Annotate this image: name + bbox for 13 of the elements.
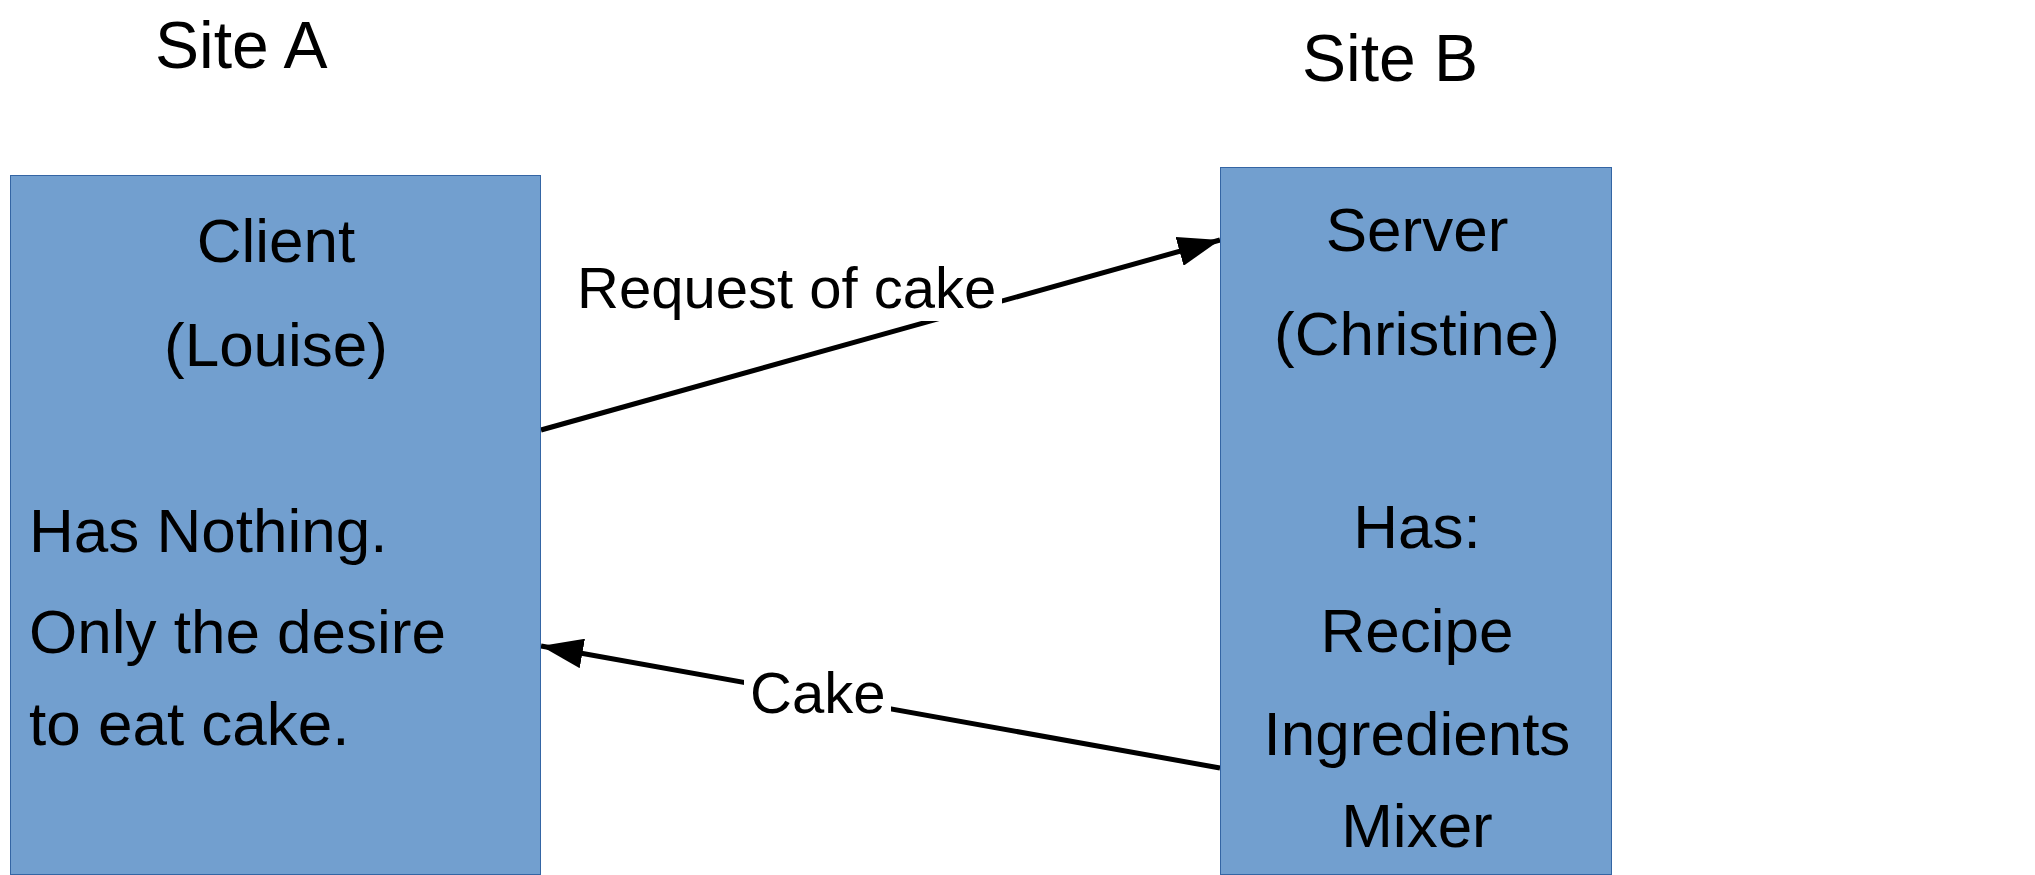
node-text: Only the desire to eat cake. <box>29 596 447 760</box>
node-title: Server (Christine) <box>1273 194 1561 370</box>
node-text: Recipe <box>1319 595 1515 667</box>
client-box <box>10 175 541 875</box>
arrow <box>540 236 1221 433</box>
node-text: Has: <box>1352 491 1482 563</box>
server-box <box>1220 167 1612 875</box>
node-text: Has Nothing. <box>29 495 389 567</box>
node-text: Ingredients <box>1262 698 1572 770</box>
site-heading: Site B <box>1302 20 1479 97</box>
node-title: Client (Louise) <box>163 205 389 381</box>
site-heading: Site A <box>155 7 328 84</box>
node-text: Mixer <box>1340 790 1494 862</box>
